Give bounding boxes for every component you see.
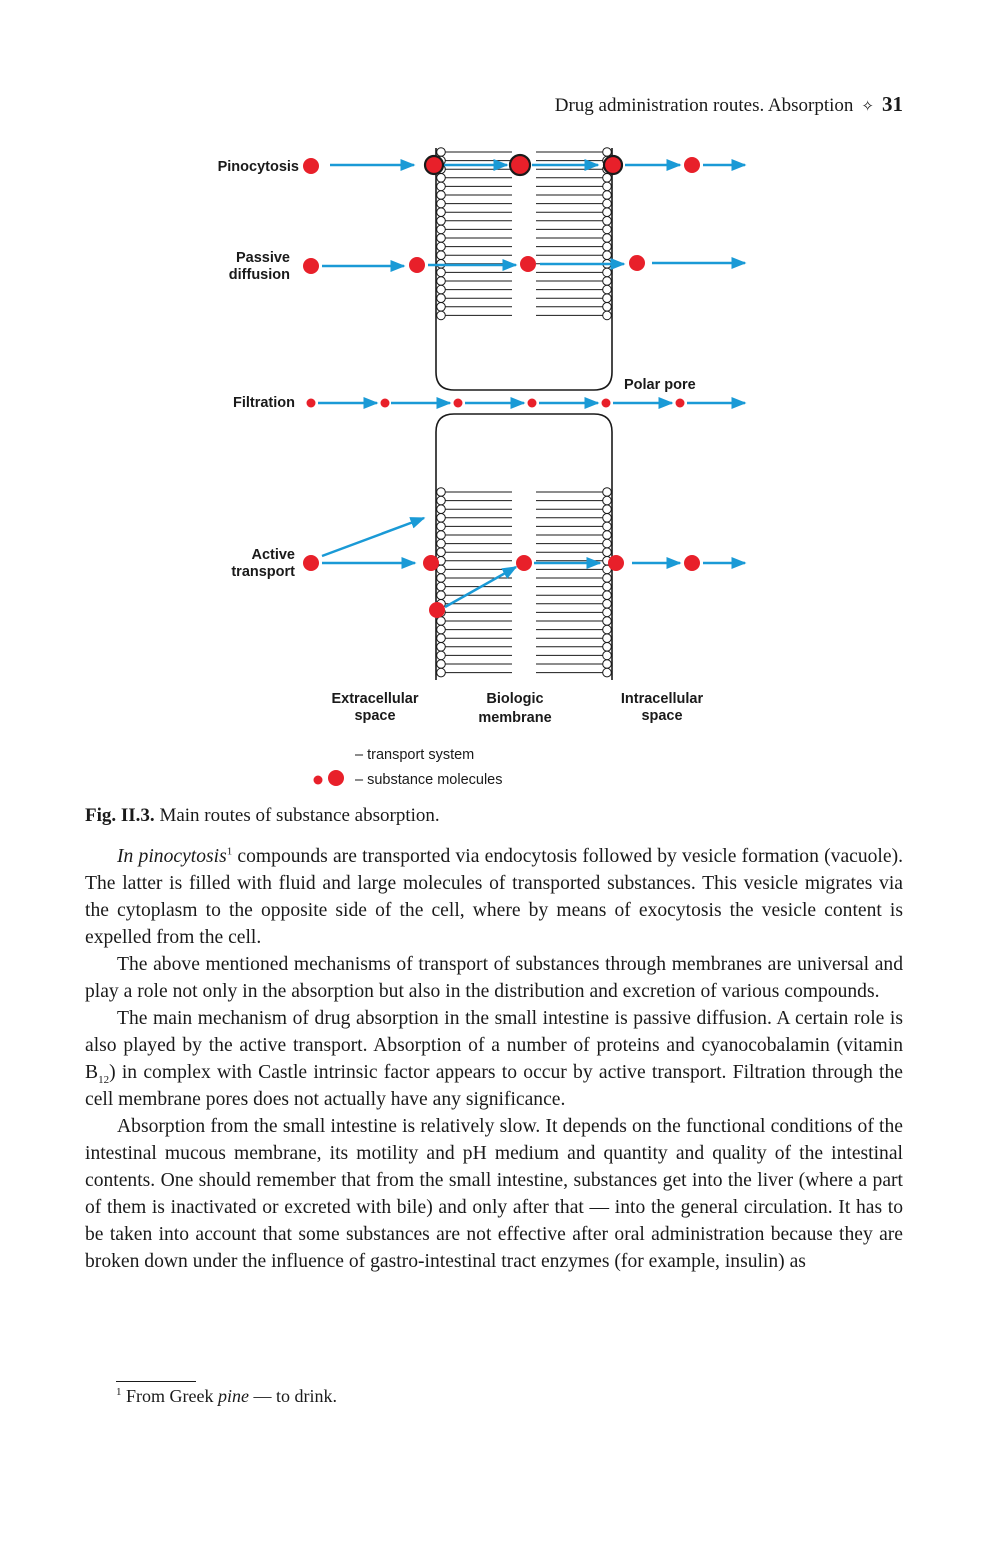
paragraph: The above mentioned mechanisms of transp…	[85, 954, 903, 1002]
paragraph-text: The main mechanism of drug absorption in…	[85, 1008, 903, 1083]
molecule	[303, 258, 319, 274]
vesicle	[602, 154, 624, 176]
molecule	[429, 602, 445, 618]
molecule	[684, 157, 700, 173]
vesicle	[508, 153, 532, 177]
label-extracellular-2: space	[354, 708, 395, 724]
label-extracellular-1: Extracellular	[331, 691, 418, 707]
footnote-text: From Greek	[126, 1386, 218, 1406]
paragraph-text: ) in complex with Castle intrinsic facto…	[85, 1062, 903, 1110]
footnote-italic: pine	[217, 1386, 249, 1406]
passive-diffusion-row	[303, 255, 747, 274]
diamond-icon: ✧	[861, 99, 874, 115]
active-transport-row	[303, 503, 747, 625]
paragraph-text: compounds are transported via endocytosi…	[85, 846, 903, 948]
label-active-2: transport	[231, 564, 295, 580]
molecule	[629, 255, 645, 271]
figure-caption: Fig. II.3. Main routes of substance abso…	[85, 805, 440, 827]
caption-label: Fig. II.3.	[85, 805, 155, 826]
vesicle	[423, 154, 445, 176]
page-number: 31	[882, 92, 903, 116]
molecule	[601, 398, 611, 408]
paragraph: Absorption from the small intestine is r…	[85, 1116, 903, 1272]
molecule-icon	[328, 770, 344, 786]
molecule	[675, 398, 685, 408]
label-intracellular-1: Intracellular	[621, 691, 704, 707]
molecule	[409, 257, 425, 273]
label-polar-pore: Polar pore	[624, 377, 696, 393]
paragraph: The main mechanism of drug absorption in…	[85, 1005, 903, 1113]
label-pinocytosis: Pinocytosis	[218, 159, 299, 175]
running-header: Drug administration routes. Absorption ✧…	[555, 92, 903, 117]
label-passive-1: Passive	[236, 250, 290, 266]
label-membrane-2: membrane	[478, 710, 551, 726]
molecule	[380, 398, 390, 408]
absorption-figure: Pinocytosis Passive diffusion Filtration…	[0, 130, 1000, 800]
membrane-lower-block	[435, 413, 613, 680]
italic-term: In pinocytosis	[117, 846, 227, 867]
body-text: In pinocytosis1 compounds are transporte…	[85, 843, 903, 1275]
molecule	[520, 256, 536, 272]
paragraph: In pinocytosis1 compounds are transporte…	[85, 843, 903, 951]
footnote-ref: 1	[226, 845, 233, 858]
molecule	[303, 158, 319, 174]
footnote-number: 1	[116, 1386, 122, 1398]
transport-system-icon	[334, 740, 347, 766]
label-passive-2: diffusion	[229, 267, 290, 283]
label-filtration: Filtration	[233, 395, 295, 411]
molecule	[527, 398, 537, 408]
molecule	[453, 398, 463, 408]
caption-text: Main routes of substance absorption.	[159, 805, 440, 826]
legend-substance-molecules: – substance molecules	[355, 772, 503, 788]
molecule	[684, 555, 700, 571]
footnote: 1 From Greek pine — to drink.	[116, 1386, 337, 1407]
footnote-text: — to drink.	[248, 1386, 337, 1406]
molecule	[608, 555, 624, 571]
label-active-1: Active	[251, 547, 295, 563]
molecule	[303, 555, 319, 571]
molecule-small-icon	[313, 775, 323, 785]
molecule	[423, 555, 439, 571]
molecule	[306, 398, 316, 408]
label-membrane-1: Biologic	[486, 691, 543, 707]
filtration-row	[306, 397, 747, 409]
molecule	[516, 555, 532, 571]
figure-legend: – transport system – substance molecules	[313, 740, 503, 788]
footnote-rule	[116, 1381, 196, 1382]
header-title: Drug administration routes. Absorption	[554, 95, 854, 116]
subscript: 12	[98, 1073, 110, 1086]
label-intracellular-2: space	[641, 708, 682, 724]
pinocytosis-row	[303, 153, 747, 177]
legend-transport-system: – transport system	[355, 747, 474, 763]
